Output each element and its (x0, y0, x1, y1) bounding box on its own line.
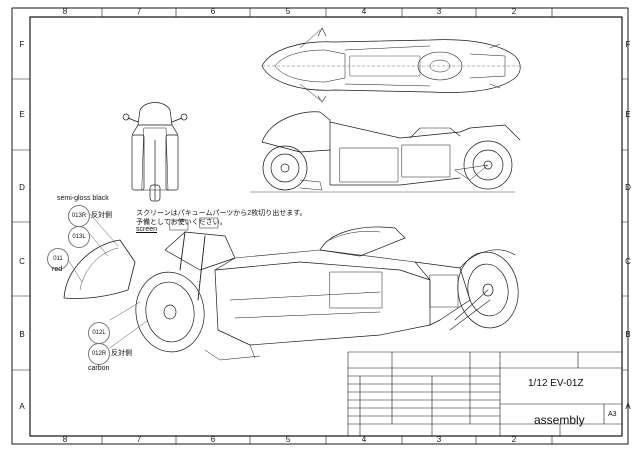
zone-ticks (11, 7, 629, 445)
zone-bottom-3: 3 (436, 435, 442, 444)
finish-semigloss-label: semi-gloss black (57, 195, 109, 202)
zone-right-D: D (625, 183, 631, 192)
part-012r-callout: 012R (88, 343, 110, 365)
screen-note-line1: スクリーンはパキュームパーツから2枚切り出せます。 (136, 210, 307, 217)
zone-right-E: E (625, 110, 631, 119)
zone-left-F: F (19, 40, 25, 49)
screen-note-line3: screen (136, 226, 158, 233)
title-drawing-name: assembly (534, 413, 585, 427)
zone-bottom-5: 5 (285, 435, 291, 444)
part-011-callout: 011 (47, 248, 69, 270)
part-012l-callout: 012L (88, 322, 110, 344)
bike-front-view (122, 102, 188, 202)
zone-bottom-7: 7 (136, 435, 142, 444)
zone-left-C: C (19, 257, 25, 266)
finish-carbon-label: carbon (88, 365, 110, 372)
bike-top-view (261, 27, 521, 103)
inner-border (29, 16, 623, 437)
zone-right-F: F (625, 40, 631, 49)
bike-isometric-assembly (63, 217, 519, 361)
zone-left-B: B (19, 330, 25, 339)
title-block (347, 351, 623, 437)
title-model: 1/12 EV-01Z (528, 378, 584, 389)
zone-bottom-2: 2 (511, 435, 517, 444)
outer-border (11, 7, 629, 445)
zone-top-4: 4 (361, 7, 367, 16)
part-013r-note: 反対側 (91, 212, 112, 219)
zone-left-D: D (19, 183, 25, 192)
zone-top-2: 2 (511, 7, 517, 16)
zone-top-5: 5 (285, 7, 291, 16)
zone-bottom-6: 6 (210, 435, 216, 444)
part-012r-note: 反対側 (111, 350, 132, 357)
zone-left-A: A (19, 402, 25, 411)
part-013r-callout: 013R (68, 205, 90, 227)
zone-right-B: B (625, 330, 631, 339)
zone-left-E: E (19, 110, 25, 119)
zone-bottom-4: 4 (361, 435, 367, 444)
zone-right-A: A (625, 402, 631, 411)
screen-note-line2: 予備としてお使いください。 (136, 219, 227, 226)
color-red-label: red (52, 266, 63, 273)
leader-lines (66, 213, 149, 349)
zone-top-6: 6 (210, 7, 216, 16)
zone-bottom-8: 8 (62, 435, 68, 444)
part-013l-callout: 013L (68, 226, 90, 248)
zone-right-C: C (625, 257, 631, 266)
zone-top-3: 3 (436, 7, 442, 16)
bike-side-view (249, 111, 521, 193)
zone-top-7: 7 (136, 7, 142, 16)
zone-top-8: 8 (62, 7, 68, 16)
title-sheet-size: A3 (608, 411, 617, 418)
